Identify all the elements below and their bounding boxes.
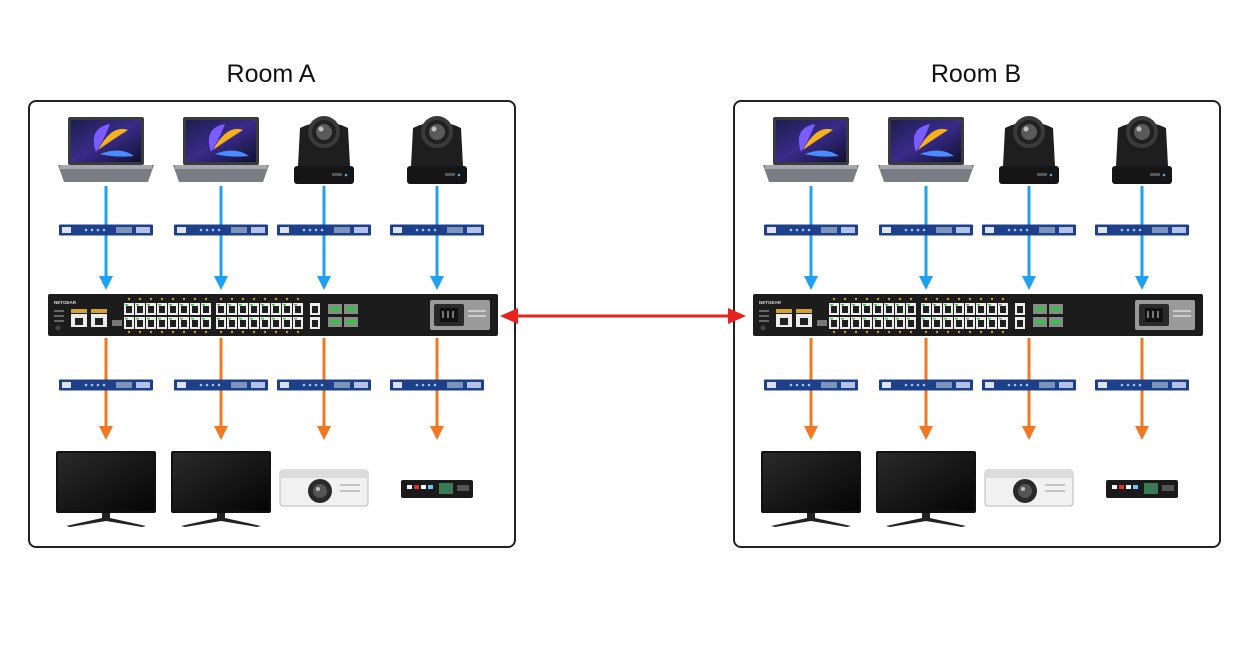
- monitor-icon: [56, 451, 156, 527]
- encoder-icon: [390, 224, 484, 236]
- monitor-icon: [171, 451, 271, 527]
- laptop-icon: [763, 117, 859, 182]
- encoder-icon: [764, 224, 858, 236]
- laptop-icon: [878, 117, 974, 182]
- encoder-icon: [277, 224, 371, 236]
- decoder-icon: [879, 379, 973, 391]
- switch-brand-label: NETGEAR: [759, 300, 782, 305]
- network-switch-icon: NETGEAR: [753, 294, 1203, 336]
- decoder-icon: [277, 379, 371, 391]
- encoder-icon: [174, 224, 268, 236]
- recorder-icon: [1106, 480, 1178, 498]
- link-arrowhead-left: [500, 308, 518, 324]
- room-b-title: Room B: [930, 60, 1022, 88]
- projector-icon: [984, 469, 1074, 507]
- monitor-icon: [876, 451, 976, 527]
- switch-brand-label: NETGEAR: [54, 300, 77, 305]
- input-arrow: [1135, 186, 1149, 290]
- encoder-icon: [879, 224, 973, 236]
- encoder-icon: [59, 224, 153, 236]
- ptz-camera-icon: [294, 116, 354, 184]
- room-a-devices: NETGEAR: [48, 116, 498, 527]
- encoder-icon: [1095, 224, 1189, 236]
- input-arrow: [804, 186, 818, 290]
- input-arrow: [99, 186, 113, 290]
- encoder-icon: [982, 224, 1076, 236]
- decoder-icon: [390, 379, 484, 391]
- laptop-icon: [58, 117, 154, 182]
- room-a-title: Room A: [226, 60, 316, 88]
- inter-room-link: [500, 308, 746, 324]
- decoder-icon: [59, 379, 153, 391]
- input-arrow: [430, 186, 444, 290]
- room-b-devices: NETGEAR: [753, 116, 1203, 527]
- input-arrow: [214, 186, 228, 290]
- ptz-camera-icon: [999, 116, 1059, 184]
- recorder-icon: [401, 480, 473, 498]
- decoder-icon: [174, 379, 268, 391]
- ptz-camera-icon: [1112, 116, 1172, 184]
- projector-icon: [279, 469, 369, 507]
- link-arrowhead-right: [728, 308, 746, 324]
- monitor-icon: [761, 451, 861, 527]
- input-arrow: [1022, 186, 1036, 290]
- laptop-icon: [173, 117, 269, 182]
- input-arrow: [919, 186, 933, 290]
- input-arrow: [317, 186, 331, 290]
- decoder-icon: [982, 379, 1076, 391]
- decoder-icon: [1095, 379, 1189, 391]
- network-switch-icon: NETGEAR: [48, 294, 498, 336]
- ptz-camera-icon: [407, 116, 467, 184]
- decoder-icon: [764, 379, 858, 391]
